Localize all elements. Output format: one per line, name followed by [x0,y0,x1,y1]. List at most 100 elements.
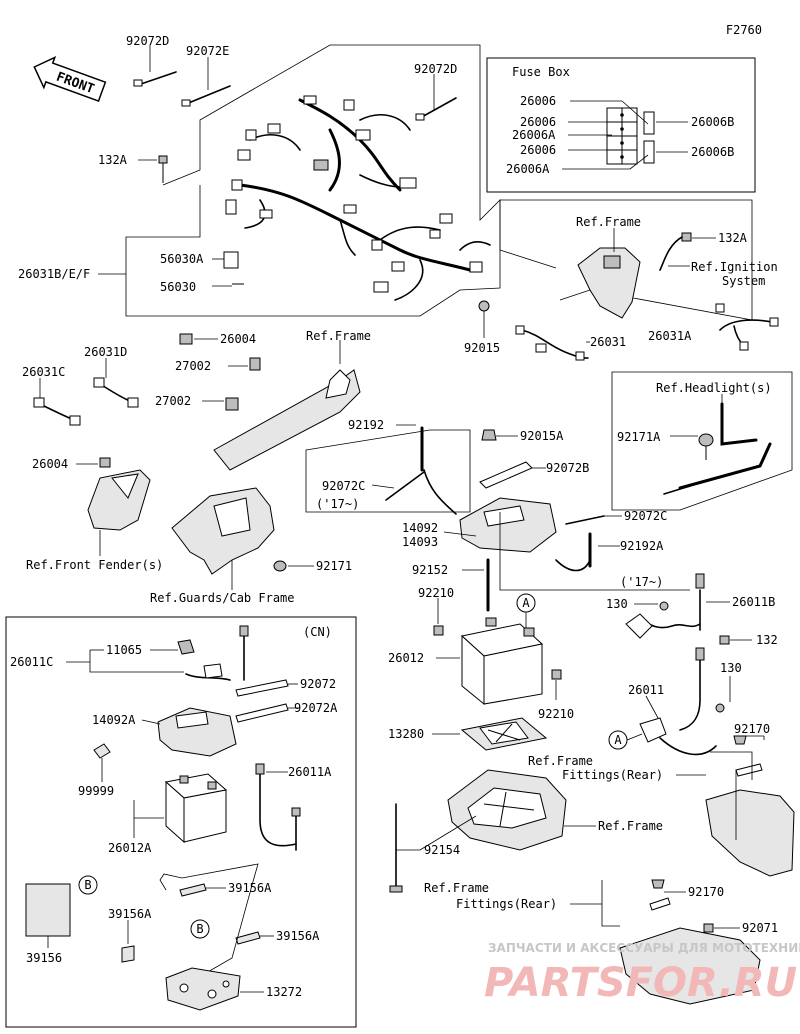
battery-case-14092-part [423,469,591,572]
label-56030a: 56030A [160,252,204,266]
label-26031b-e-f: 26031B/E/F [18,267,90,281]
cn-label-26011c: 26011C [10,655,53,669]
front-arrow: FRONT [33,55,107,102]
label-92072c-b: 92072C [624,509,667,523]
watermark-line1: ЗАПЧАСТИ И АКСЕССУАРЫ ДЛЯ МОТОТЕХНИКИ [488,941,800,955]
cn-label-13272: 13272 [266,985,302,999]
label-92171: 92171 [316,559,352,573]
label-17-a: ('17~) [316,497,359,511]
bracket-27002-part [225,357,261,411]
label-92210-b: 92210 [538,707,574,721]
grommet-92015-part [478,300,490,312]
cn-strip-39156a-part [121,883,261,963]
cn-circle-b-marker [78,875,98,895]
fuse-label-26006-3: 26006 [520,143,556,157]
cn-label-92072a: 92072A [294,701,338,715]
label-26012: 26012 [388,651,424,665]
label-26004: 26004 [220,332,256,346]
cn-label-39156a-c: 39156A [276,929,320,943]
nut-92210-b-part [551,669,562,680]
label-fittings-rear: Fittings(Rear) [562,768,663,782]
cn-label-26012a: 26012A [108,841,152,855]
cn-strap-92072a-part [235,703,289,723]
fuse-label-26006a-2: 26006A [506,162,550,176]
label-130-b: 130 [720,661,742,675]
harness-26031d-part [93,377,139,408]
label-92192a: 92192A [620,539,664,553]
cn-title: (CN) [303,625,332,639]
harness-26031-part [515,325,589,361]
tie-92072d-part [133,71,177,87]
cn-circle-b-label: B [84,878,91,892]
cn-cover-11065-part [177,639,195,655]
label-ref-frame-b: Ref.Frame [306,329,371,343]
label-ref-frame-a: Ref.Frame [576,215,641,229]
battery-26012-part [460,617,544,706]
cable-26011b-part [625,573,705,639]
label-92071: 92071 [742,921,778,935]
label-ref-frame-c: Ref.Frame [528,754,593,768]
fuse-label-26006-2: 26006 [520,115,556,129]
cn-label-26011a: 26011A [288,765,332,779]
fuse-box-frame [486,57,756,193]
label-14092: 14092 [402,521,438,535]
main-wiring-harness [225,95,491,301]
connector-26004-part [179,333,193,345]
cn-label-99999: 99999 [78,784,114,798]
battery-tray-13280-part [460,717,548,751]
nut-92210-part [433,625,444,636]
cn-strap-92072-part [235,679,289,697]
label-ref-ignition-1: Ref.Ignition [691,260,778,274]
guards-cab-frame-part [171,487,275,575]
label-26004-b: 26004 [32,457,68,471]
bolt-132a-part [158,155,168,183]
tie-92072c-part [385,471,425,501]
clip-92171-part [273,560,287,572]
frame-bracket-top-right-part [577,247,641,319]
circle-a-label-b: A [614,733,622,747]
grommet-92015a-part [481,429,497,441]
watermark-line2: PARTSFOR.RU [484,960,797,1006]
cn-label-39156: 39156 [26,951,62,965]
strap-92072b-part [479,461,533,489]
clamp-56030a-part [223,251,239,269]
fuse-label-26006-1: 26006 [520,94,556,108]
label-92072d-b: 92072D [414,62,457,76]
long-bolt-92154-part [389,803,403,893]
cn-label-plate-39156-part [25,883,71,937]
label-26011: 26011 [628,683,664,697]
label-132a: 132A [98,153,128,167]
cn-variant-frame [5,616,357,1028]
bolt-130-b-part [715,703,725,713]
label-130: 130 [606,597,628,611]
label-26011b: 26011B [732,595,775,609]
label-ref-ignition-2: System [722,274,765,288]
label-92072e: 92072E [186,44,229,58]
fuse-label-26006b-2: 26006B [691,145,734,159]
label-92072d: 92072D [126,34,169,48]
cn-label-39156a-a: 39156A [228,881,272,895]
clip-92171a-part [698,433,714,460]
diagram-code: F2760 [726,23,762,37]
tie-92072d-b-part [415,97,457,121]
label-ref-frame-d: Ref.Frame [598,819,663,833]
bolt-92170-b-part [649,879,671,911]
tie-92072e-part [181,85,231,107]
bolt-92170-part [733,735,763,777]
label-ref-guards-cab-frame: Ref.Guards/Cab Frame [150,591,295,605]
label-ref-headlights: Ref.Headlight(s) [656,381,772,395]
tie-92072c-b-part [565,515,605,525]
frame-member-middle-part [213,369,361,471]
label-92192: 92192 [348,418,384,432]
cn-circle-b-marker-b [190,919,210,939]
cn-battery-case-14092a-part [157,707,237,757]
connector-26004-b-part [99,457,111,468]
bolt-130-part [659,601,669,611]
label-92171a: 92171A [617,430,661,444]
label-92072c: 92072C [322,479,365,493]
label-92015: 92015 [464,341,500,355]
cable-26011-part [639,647,717,756]
fuse-label-26006a-1: 26006A [512,128,556,142]
label-92015a: 92015A [520,429,564,443]
label-ref-frame-e: Ref.Frame [424,881,489,895]
